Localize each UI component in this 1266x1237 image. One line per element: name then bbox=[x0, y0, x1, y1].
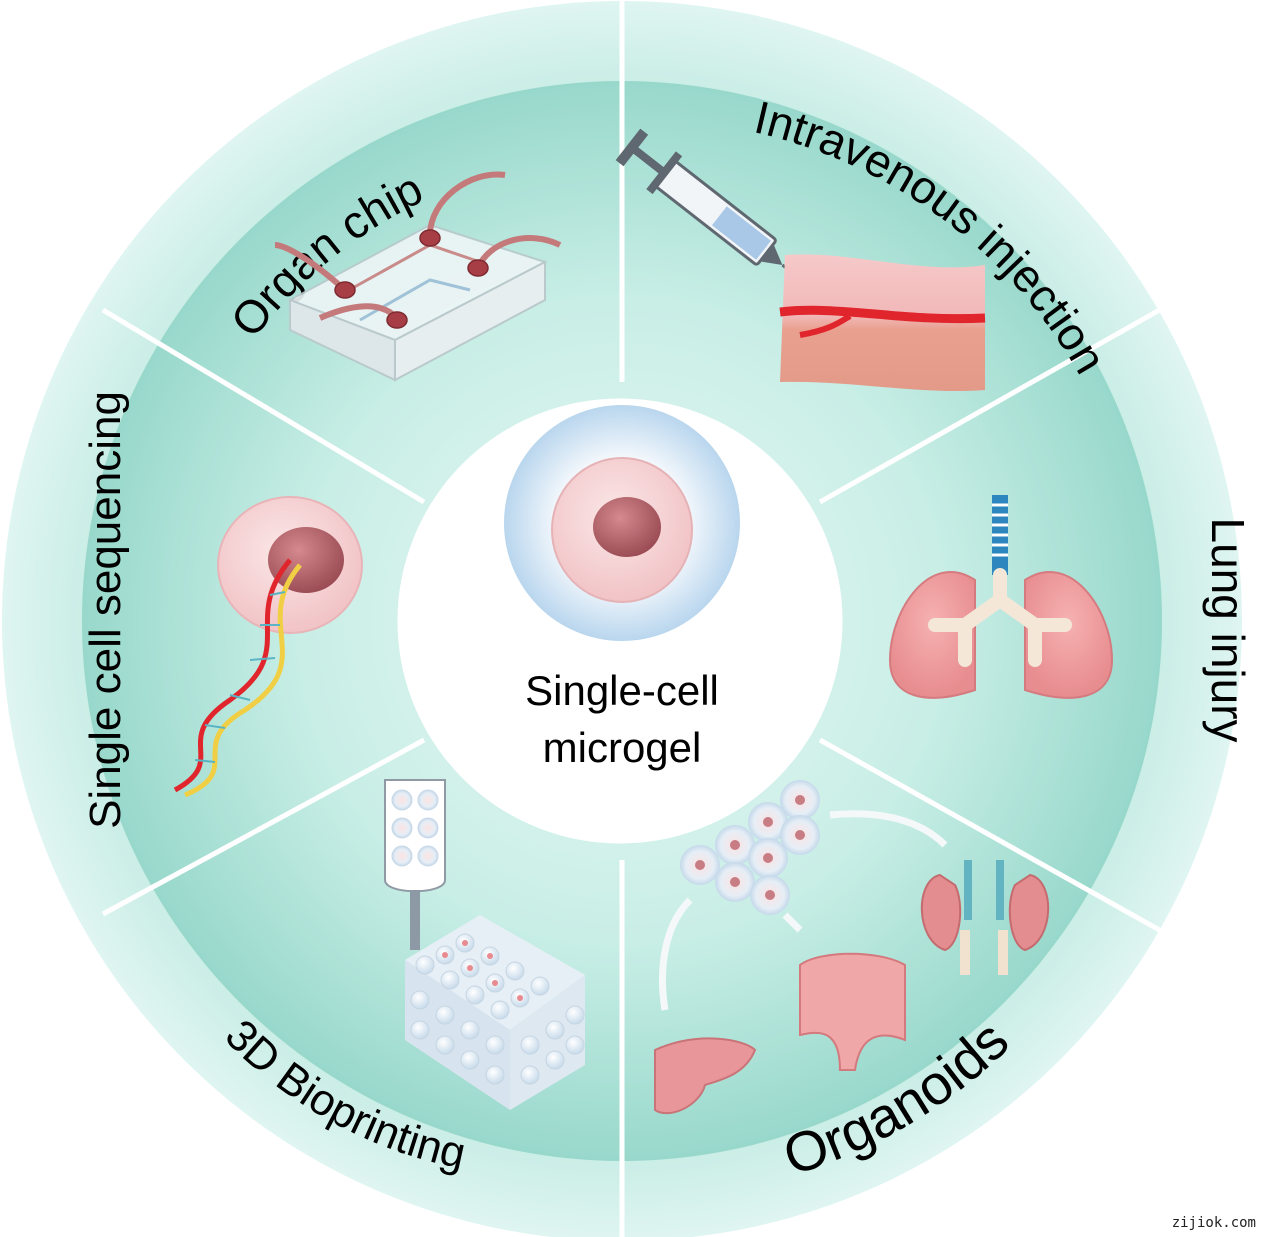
center-title-line1: Single-cell bbox=[525, 667, 719, 714]
segment-dividers bbox=[101, 0, 1165, 1237]
watermark: zijiok.com bbox=[1171, 1215, 1256, 1231]
organ-chip-illustration bbox=[274, 171, 562, 382]
microgel-icon bbox=[504, 405, 740, 641]
lung-illustration bbox=[888, 495, 1114, 699]
sequencing-illustration bbox=[173, 496, 363, 798]
center-title-line2: microgel bbox=[543, 724, 702, 771]
bioprinting-illustration bbox=[384, 779, 585, 1110]
organoids-illustration bbox=[654, 780, 1050, 1115]
segment-label-lung-injury: Lung injury bbox=[1202, 517, 1254, 742]
intravenous-injection-illustration bbox=[615, 128, 986, 392]
segment-label-single-cell-sequencing: Single cell sequencing bbox=[81, 391, 130, 829]
